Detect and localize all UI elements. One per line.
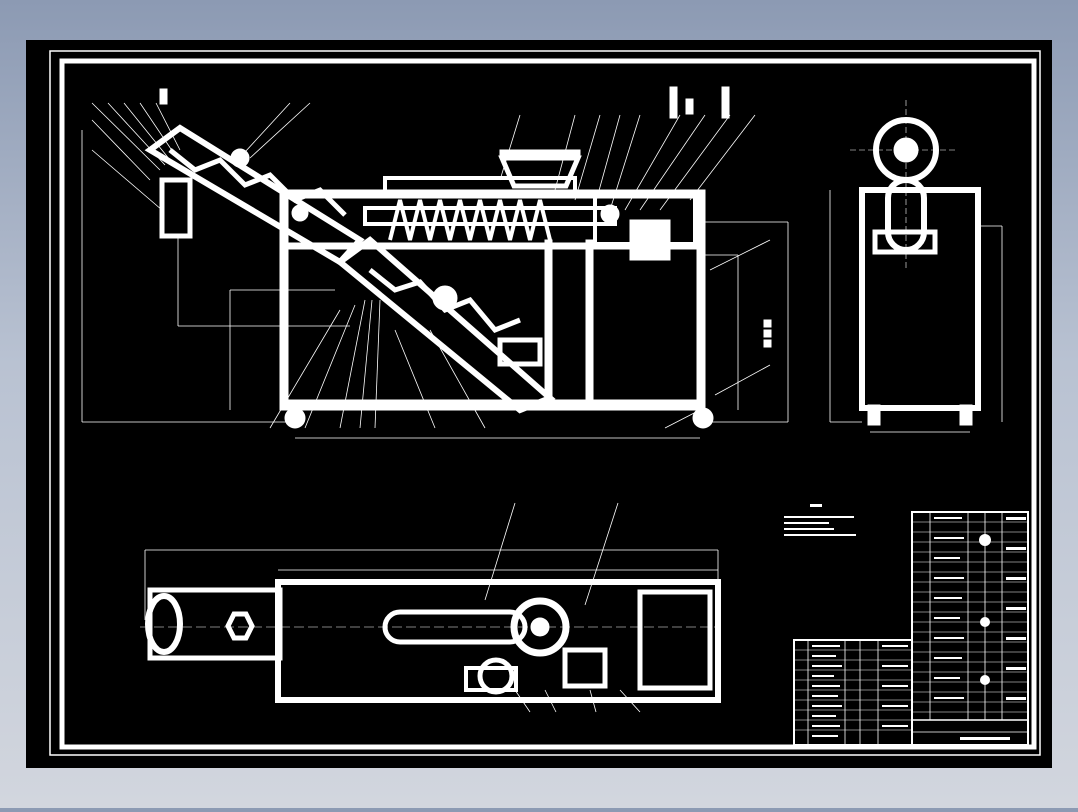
bom-table-upper bbox=[911, 511, 1029, 746]
inclined-conveyor-upper bbox=[144, 124, 365, 266]
caster-right bbox=[692, 407, 714, 429]
motor-lower bbox=[497, 337, 543, 367]
frame-mid-rail bbox=[287, 242, 699, 250]
screw-flights bbox=[388, 199, 552, 241]
barrel-top bbox=[383, 176, 577, 194]
drive-roller bbox=[432, 285, 458, 311]
caster-left bbox=[284, 407, 306, 429]
plan-hex-nut bbox=[225, 611, 255, 641]
technical-notes bbox=[784, 504, 856, 536]
frame-bottom-rail bbox=[279, 399, 706, 411]
frame-leg-right bbox=[696, 195, 706, 409]
end-view bbox=[829, 100, 1003, 433]
side-elevation-view bbox=[81, 86, 789, 439]
inclined-conveyor-lower bbox=[335, 236, 556, 414]
plan-gearbox bbox=[637, 589, 713, 691]
frame-leg-mid bbox=[544, 239, 553, 409]
plan-inlet bbox=[145, 593, 183, 655]
inner-border bbox=[59, 58, 1037, 750]
bom-table-lower bbox=[793, 639, 913, 746]
outer-border bbox=[49, 50, 1041, 756]
plan-view bbox=[140, 502, 721, 713]
leader-lines bbox=[91, 102, 771, 429]
frame-leg-mid2 bbox=[585, 239, 594, 409]
balloon-tags bbox=[159, 86, 772, 348]
dimension-lines bbox=[81, 130, 789, 439]
inlet-chute bbox=[159, 177, 193, 239]
plan-motor bbox=[562, 647, 608, 689]
